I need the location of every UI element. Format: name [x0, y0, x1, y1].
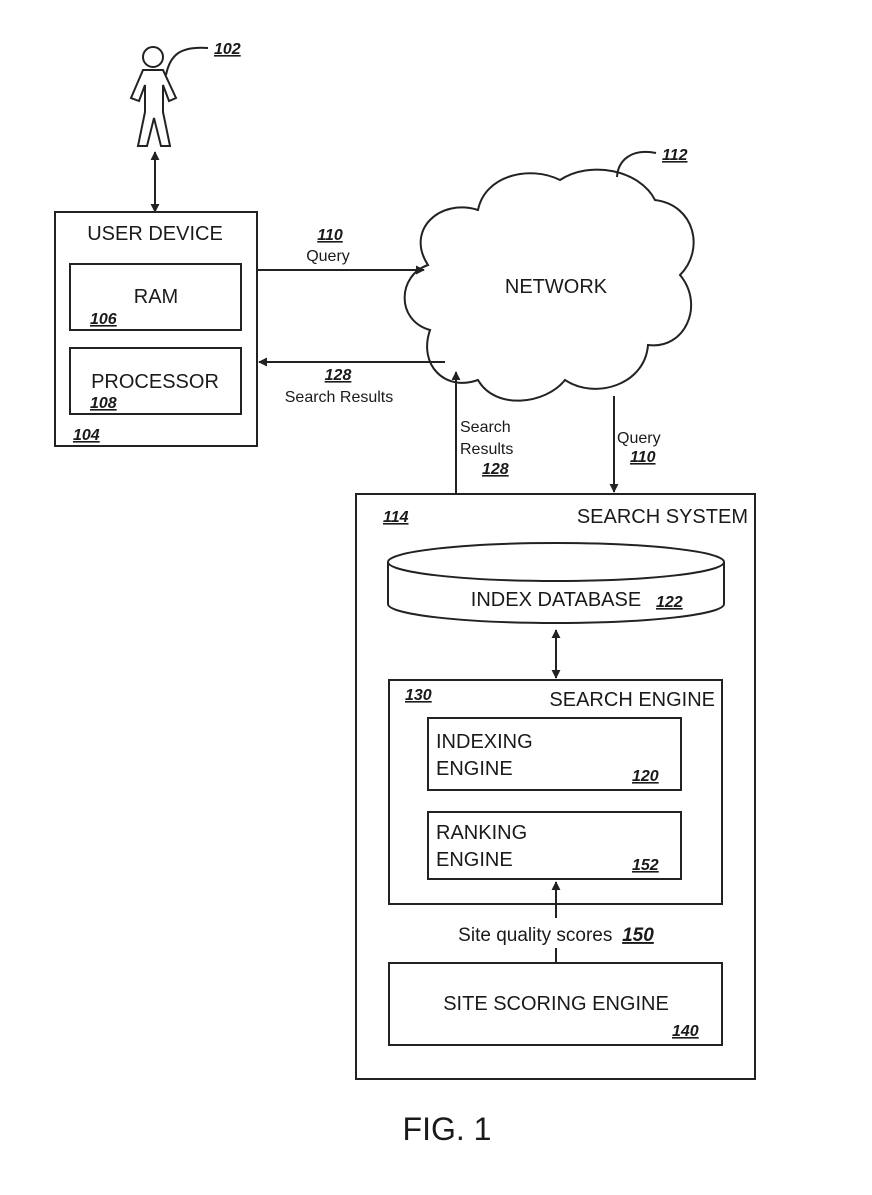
figure-caption: FIG. 1: [403, 1111, 492, 1147]
user-device-title: USER DEVICE: [87, 223, 223, 245]
processor-label: PROCESSOR: [91, 371, 219, 393]
indexing-engine-line2: ENGINE: [436, 758, 513, 780]
results-label-line2: Results: [460, 441, 513, 458]
processor-ref: 108: [90, 395, 117, 412]
query-ref-top: 110: [317, 227, 343, 244]
query-ref-vertical: 110: [630, 449, 656, 466]
ram-ref: 106: [90, 311, 117, 328]
network-cloud: NETWORK: [403, 168, 695, 402]
indexing-engine-line1: INDEXING: [436, 731, 533, 753]
query-label-vertical: Query: [617, 430, 661, 447]
ranking-engine-box: [427, 811, 682, 880]
network-ref: 112: [662, 147, 688, 164]
ram-label: RAM: [134, 286, 178, 308]
ranking-engine-line1: RANKING: [436, 822, 527, 844]
index-database-label: INDEX DATABASE: [471, 589, 641, 611]
indexing-engine-ref: 120: [632, 768, 659, 785]
site-quality-scores-text: Site quality scores 150: [458, 925, 654, 946]
person-ref: 102: [214, 41, 241, 58]
search-engine-title: SEARCH ENGINE: [549, 689, 715, 711]
results-label-left: Search Results: [285, 389, 394, 406]
processor-box: [69, 347, 242, 415]
site-scoring-engine-label: SITE SCORING ENGINE: [443, 993, 669, 1015]
indexing-engine-box: [427, 717, 682, 791]
site-scoring-engine-box: [388, 962, 723, 1046]
index-database-ref: 122: [656, 594, 683, 611]
search-system-box: 114 SEARCH SYSTEM INDEX DATABASE 122 130…: [355, 493, 756, 1080]
search-engine-ref: 130: [405, 687, 432, 704]
person-ref-leader: [165, 46, 209, 76]
results-ref-left: 128: [325, 367, 352, 384]
index-database-cylinder: INDEX DATABASE 122: [387, 542, 725, 624]
query-label-top: Query: [306, 248, 350, 265]
user-device-ref: 104: [73, 427, 100, 444]
site-quality-scores-label: Site quality scores: [458, 925, 612, 946]
user-device-box: USER DEVICE RAM 106 PROCESSOR 108 104: [54, 211, 258, 447]
site-scoring-engine-ref: 140: [672, 1023, 699, 1040]
ranking-engine-ref: 152: [632, 857, 659, 874]
site-quality-scores-ref: 150: [622, 925, 654, 946]
results-ref-vertical: 128: [482, 461, 509, 478]
search-system-title: SEARCH SYSTEM: [577, 506, 748, 528]
ram-box: [69, 263, 242, 331]
search-system-ref: 114: [383, 509, 409, 526]
user-person-icon: [129, 46, 178, 147]
network-ref-leader: [616, 150, 657, 178]
ranking-engine-line2: ENGINE: [436, 849, 513, 871]
site-quality-scores-bg: [440, 918, 670, 948]
results-label-line1: Search: [460, 419, 511, 436]
network-label: NETWORK: [505, 276, 608, 298]
